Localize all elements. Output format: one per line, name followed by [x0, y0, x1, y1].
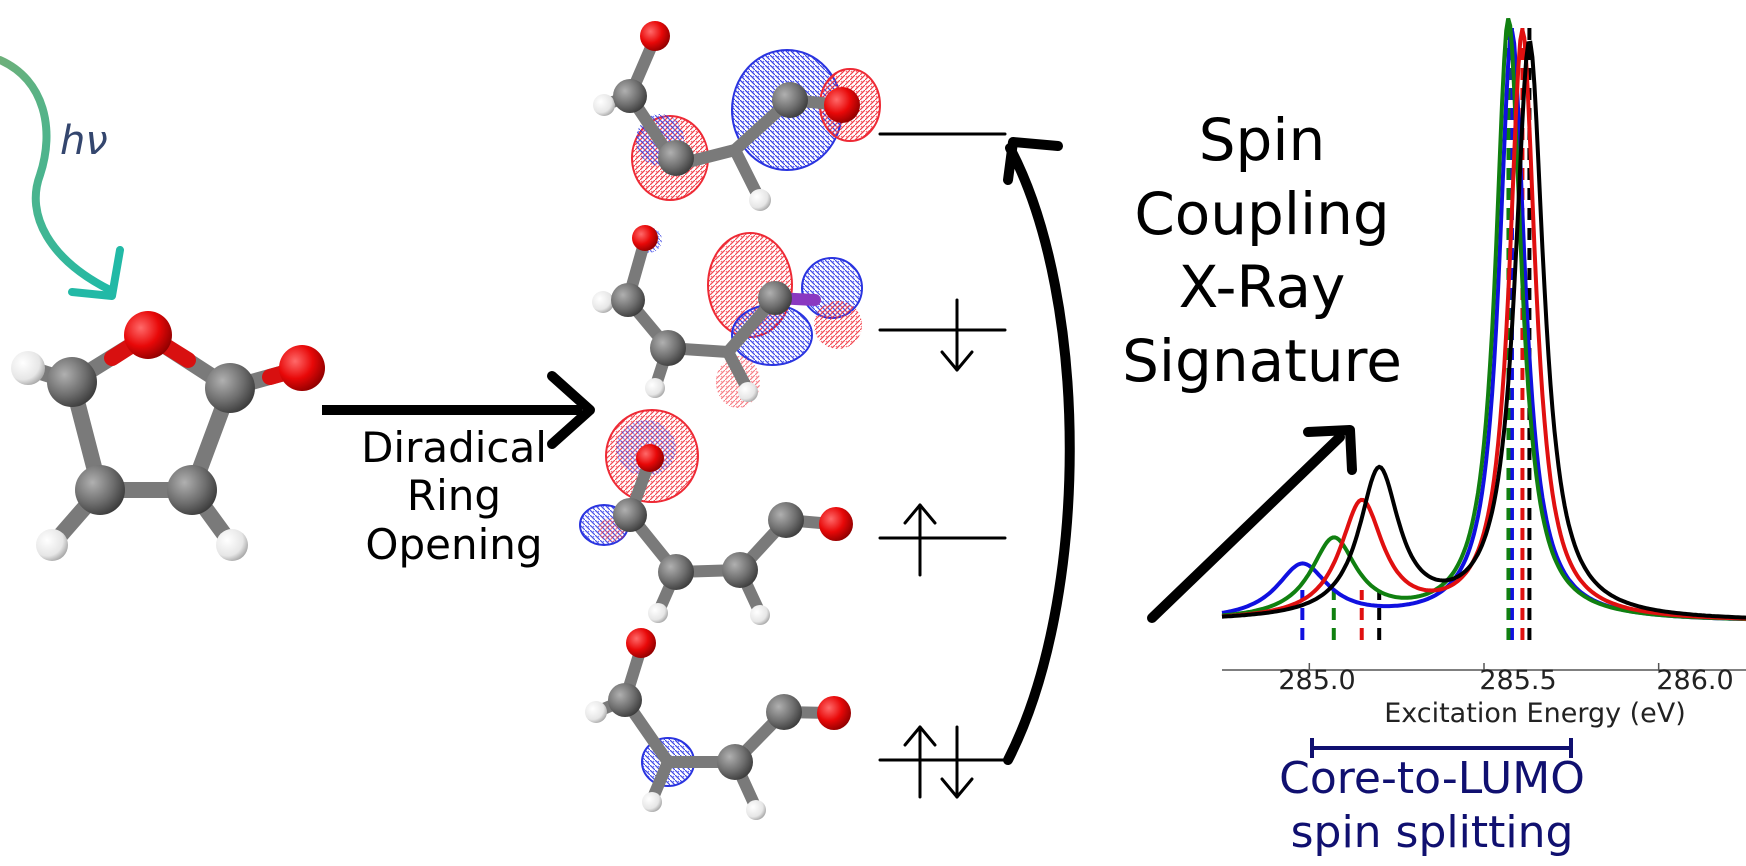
- x-tick-label: 285.0: [1278, 665, 1356, 696]
- splitting-bracket: [1310, 738, 1573, 758]
- orbital-lumo: [593, 21, 881, 211]
- spectrum-series-3: [1221, 40, 1746, 620]
- spin-pair-arrows: [903, 725, 974, 799]
- xray-spectrum-chart: [1221, 17, 1746, 671]
- photon-arrow: [0, 56, 124, 300]
- energy-levels: [878, 132, 1007, 799]
- spectrum-series-2: [1221, 29, 1746, 621]
- excitation-arrow: [1003, 137, 1075, 765]
- spin-up-arrow: [903, 503, 937, 577]
- reaction-label: Diradical Ring Opening: [361, 423, 547, 569]
- x-axis-label: Excitation Energy (eV): [1384, 698, 1686, 729]
- spin-down-arrow: [940, 298, 974, 372]
- x-tick-label: 286.0: [1656, 665, 1734, 696]
- furanone-molecule: [11, 311, 325, 561]
- orbital-homo: [585, 628, 851, 820]
- orbital-somo-down: [592, 225, 863, 408]
- orbital-somo-up: [579, 409, 853, 625]
- spectrum-curves: [1221, 17, 1746, 622]
- splitting-label: Core-to-LUMO spin splitting: [1279, 753, 1585, 858]
- x-tick-label: 285.5: [1479, 665, 1557, 696]
- photon-label: hν: [60, 118, 108, 164]
- signature-label: Spin Coupling X-Ray Signature: [1122, 106, 1402, 395]
- reaction-arrow: [322, 371, 595, 449]
- signature-arrow: [1147, 425, 1357, 623]
- x-axis-ticks: [1308, 663, 1660, 670]
